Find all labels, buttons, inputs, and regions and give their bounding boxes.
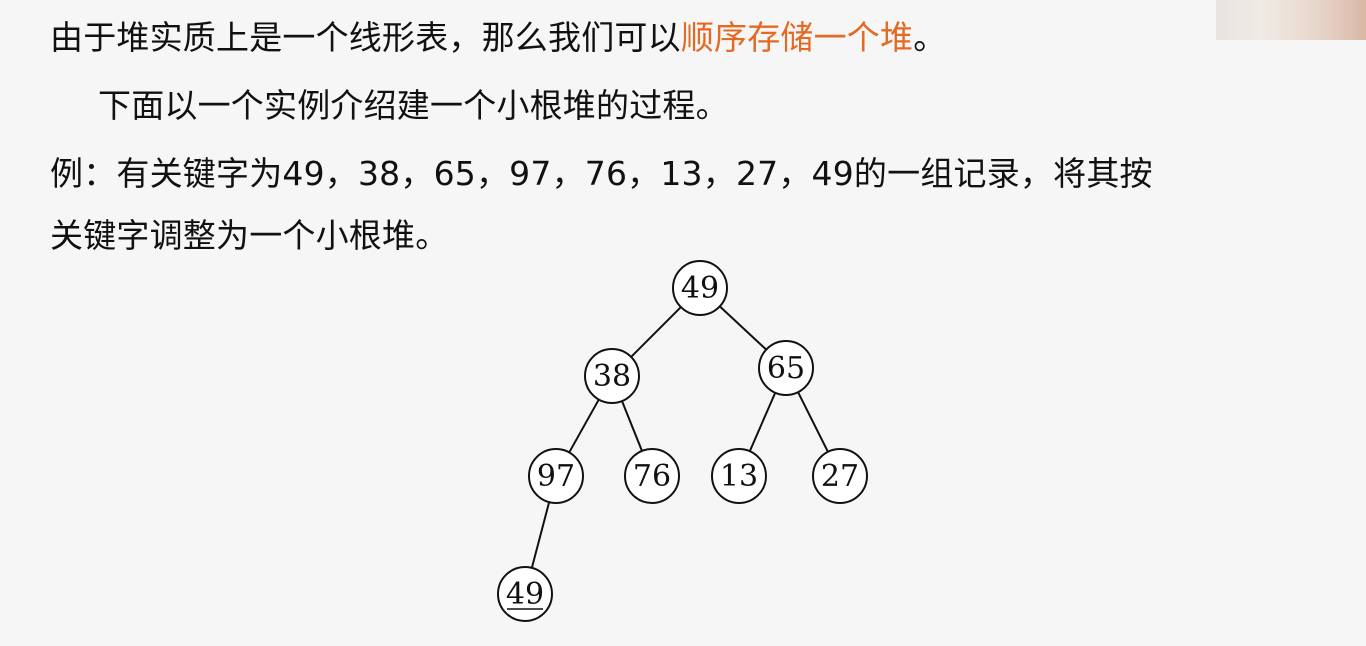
tree-node: 97 — [528, 448, 584, 504]
example-line: 例：有关键字为49，38，65，97，76，13，27，49的一组记录，将其按 — [50, 154, 1153, 193]
tree-edge — [530, 501, 551, 569]
tree-node: 49 — [497, 566, 553, 622]
tree-node-circle — [812, 448, 868, 504]
process-intro-line: 下面以一个实例介绍建一个小根堆的过程。 — [98, 86, 729, 125]
tree-node-label: 65 — [767, 351, 805, 386]
tree-node-circle — [711, 448, 767, 504]
tree-node: 38 — [584, 348, 640, 404]
tree-node-label: 97 — [537, 459, 575, 494]
tree-edge — [719, 305, 767, 351]
tree-node-circle — [497, 566, 553, 622]
tree-node-circle — [758, 340, 814, 396]
tree-edge — [748, 392, 777, 452]
tree-node: 76 — [624, 448, 680, 504]
tree-node-circle — [528, 448, 584, 504]
tree-node: 27 — [812, 448, 868, 504]
intro-line-highlight: 顺序存储一个堆 — [680, 18, 914, 57]
tree-node-label: 76 — [633, 459, 671, 494]
intro-line-prefix: 由于堆实质上是一个线形表，那么我们可以 — [50, 18, 681, 57]
tree-edge — [568, 399, 600, 453]
tree-edge — [797, 391, 829, 453]
example-line-continuation: 关键字调整为一个小根堆。 — [50, 216, 449, 255]
tree-node: 65 — [758, 340, 814, 396]
tree-node-circle — [584, 348, 640, 404]
tree-node-label: 13 — [720, 459, 758, 494]
tree-edge — [630, 306, 682, 358]
tree-node: 13 — [711, 448, 767, 504]
tree-node-circle — [672, 260, 728, 316]
tree-node-label: 27 — [821, 459, 859, 494]
tree-node-label: 49 — [506, 577, 544, 612]
presenter-video-thumbnail — [1216, 0, 1366, 40]
tree-node-label: 49 — [681, 271, 719, 306]
tree-node-label: 38 — [593, 359, 631, 394]
tree-node: 49 — [672, 260, 728, 316]
intro-line: 由于堆实质上是一个线形表，那么我们可以顺序存储一个堆。 — [50, 18, 946, 58]
intro-line-suffix: 。 — [913, 18, 947, 57]
tree-node-circle — [624, 448, 680, 504]
tree-edge — [621, 400, 643, 452]
